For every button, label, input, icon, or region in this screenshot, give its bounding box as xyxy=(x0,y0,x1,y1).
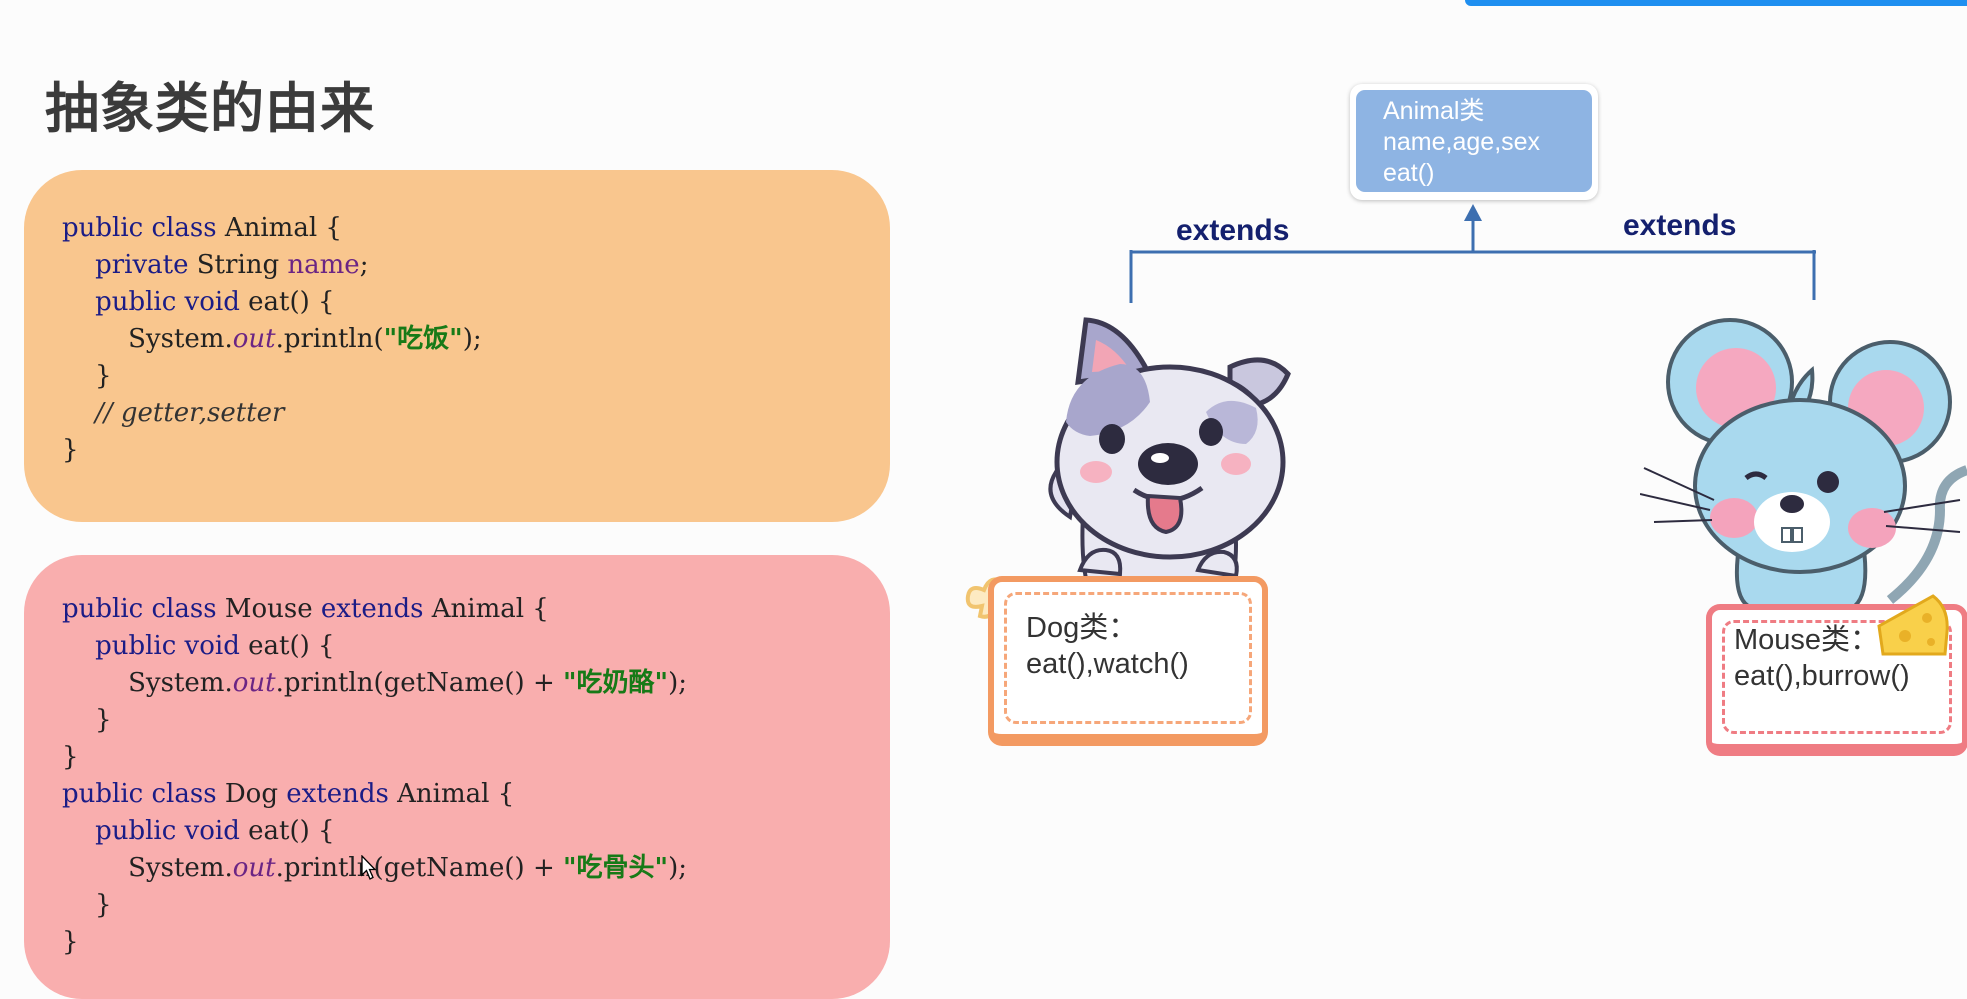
code-token: } xyxy=(62,705,112,735)
code-token: public class xyxy=(62,594,217,624)
code-line: } xyxy=(62,924,687,961)
code-line: } xyxy=(62,432,482,469)
cheese-icon xyxy=(1877,594,1949,656)
code-token: ; xyxy=(359,250,369,280)
code-line: System.out.println(getName() + "吃奶酪"); xyxy=(62,665,687,702)
code-line: public void eat() { xyxy=(62,628,687,665)
code-token: public void xyxy=(95,816,240,846)
code-token: .println(getName() + xyxy=(275,668,563,698)
code-token: eat() { xyxy=(239,816,335,846)
code-token: Dog xyxy=(216,779,287,809)
code-token: System. xyxy=(62,324,233,354)
code-line: public void eat() { xyxy=(62,284,482,321)
mouse-illustration xyxy=(1640,318,1967,610)
mouse-class-name: Mouse类： xyxy=(1734,624,1880,656)
animal-class-name: Animal类 xyxy=(1383,97,1485,125)
code-token: Animal { xyxy=(388,779,515,809)
code-token: private xyxy=(95,250,189,280)
slide-title: 抽象类的由来 xyxy=(45,77,375,140)
code-token: // getter,setter xyxy=(62,398,285,428)
code-token: Animal { xyxy=(216,213,342,243)
code-token: extends xyxy=(286,779,389,809)
code-token: ); xyxy=(462,324,482,354)
code-token: eat() { xyxy=(239,287,335,317)
top-accent-bar xyxy=(1465,0,1967,6)
code-line: } xyxy=(62,702,687,739)
animal-class-box-inner: Animal类 name,age,sex eat() xyxy=(1356,90,1592,192)
mouse-class-methods: eat(),burrow() xyxy=(1734,660,1910,692)
code-token: out xyxy=(232,668,276,698)
code-token: "吃奶酪" xyxy=(563,668,669,698)
code-line: public class Dog extends Animal { xyxy=(62,776,687,813)
code-line: public class Animal { xyxy=(62,210,482,247)
code-line: } xyxy=(62,887,687,924)
mouse-card-dashed-border xyxy=(1722,620,1952,734)
code-token: } xyxy=(62,361,112,391)
dog-card-dashed-border xyxy=(1004,592,1252,724)
code-token: ); xyxy=(668,668,687,698)
code-line: System.out.println(getName() + "吃骨头"); xyxy=(62,850,687,887)
code-token: public void xyxy=(95,287,240,317)
code-line: // getter,setter xyxy=(62,395,482,432)
code-token: } xyxy=(62,890,112,920)
animal-code-block: public class Animal { private String nam… xyxy=(62,210,482,469)
dog-class-name: Dog类： xyxy=(1026,612,1138,644)
code-token: eat() { xyxy=(239,631,335,661)
inheritance-arrow-icon xyxy=(1464,204,1482,221)
animal-class-box: Animal类 name,age,sex eat() xyxy=(1350,84,1598,200)
code-token: ); xyxy=(668,853,687,883)
subclass-code-panel: public class Mouse extends Animal { publ… xyxy=(24,555,890,999)
code-line: } xyxy=(62,739,687,776)
code-token: } xyxy=(62,742,79,772)
code-line: private String name; xyxy=(62,247,482,284)
code-token: Animal { xyxy=(423,594,549,624)
code-line: public void eat() { xyxy=(62,813,687,850)
extends-label-right: extends xyxy=(1623,209,1737,242)
code-token: public class xyxy=(62,213,217,243)
code-token: } xyxy=(62,927,79,957)
dog-class-methods: eat(),watch() xyxy=(1026,648,1189,680)
code-token: "吃骨头" xyxy=(563,853,669,883)
code-token: .println(getName() + xyxy=(275,853,563,883)
animal-code-panel: public class Animal { private String nam… xyxy=(24,170,890,522)
dog-class-card: Dog类： eat(),watch() xyxy=(988,576,1268,746)
code-line: } xyxy=(62,358,482,395)
code-token: out xyxy=(232,324,276,354)
code-token: out xyxy=(232,853,276,883)
animal-class-methods: eat() xyxy=(1383,159,1435,187)
mouse-pointer-icon xyxy=(361,855,377,880)
code-token: "吃饭" xyxy=(383,324,463,354)
subclass-code-block: public class Mouse extends Animal { publ… xyxy=(62,591,687,961)
code-token: Mouse xyxy=(216,594,321,624)
code-token: public void xyxy=(95,631,240,661)
code-token: .println( xyxy=(275,324,384,354)
code-token: String xyxy=(188,250,288,280)
dog-illustration xyxy=(1048,317,1291,594)
code-token: System. xyxy=(62,853,233,883)
code-token: extends xyxy=(320,594,424,624)
code-line: System.out.println("吃饭"); xyxy=(62,321,482,358)
extends-label-left: extends xyxy=(1176,214,1290,247)
code-token: name xyxy=(287,250,360,280)
code-token: System. xyxy=(62,668,233,698)
code-line: public class Mouse extends Animal { xyxy=(62,591,687,628)
code-token: } xyxy=(62,435,79,465)
code-token: public class xyxy=(62,779,217,809)
animal-class-fields: name,age,sex xyxy=(1383,128,1541,156)
